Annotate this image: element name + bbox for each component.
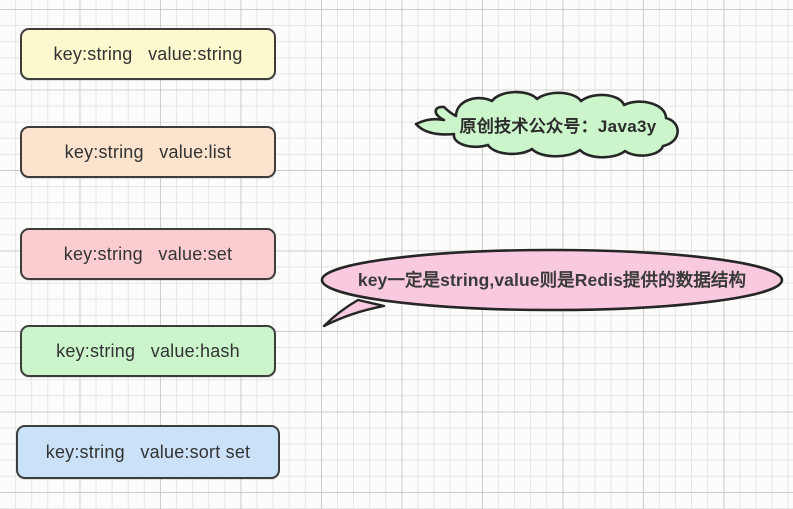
box-label-sort-set: key:string value:sort set	[45, 441, 251, 462]
ellipse-callout-label: key一定是string,value则是Redis提供的数据结构	[357, 269, 747, 290]
box-key-value-list[interactable]: key:string value:list	[20, 126, 276, 178]
box-label-hash: key:string value:hash	[56, 340, 240, 361]
box-label-set: key:string value:set	[63, 243, 233, 264]
box-label-string: key:string value:string	[53, 43, 243, 64]
cloud-callout-label: 原创技术公众号：Java3y	[459, 116, 657, 136]
cloud-shape	[414, 90, 679, 159]
box-key-value-string[interactable]: key:string value:string	[20, 28, 276, 80]
callout-tail	[322, 298, 386, 328]
box-key-value-hash[interactable]: key:string value:hash	[20, 325, 276, 377]
ellipse-shape	[320, 248, 784, 328]
box-key-value-set[interactable]: key:string value:set	[20, 228, 276, 280]
box-key-value-sort-set[interactable]: key:string value:sort set	[16, 425, 280, 479]
ellipse-callout[interactable]: key一定是string,value则是Redis提供的数据结构	[318, 248, 786, 332]
cloud-callout[interactable]: 原创技术公众号：Java3y	[404, 88, 686, 160]
box-label-list: key:string value:list	[64, 141, 232, 162]
